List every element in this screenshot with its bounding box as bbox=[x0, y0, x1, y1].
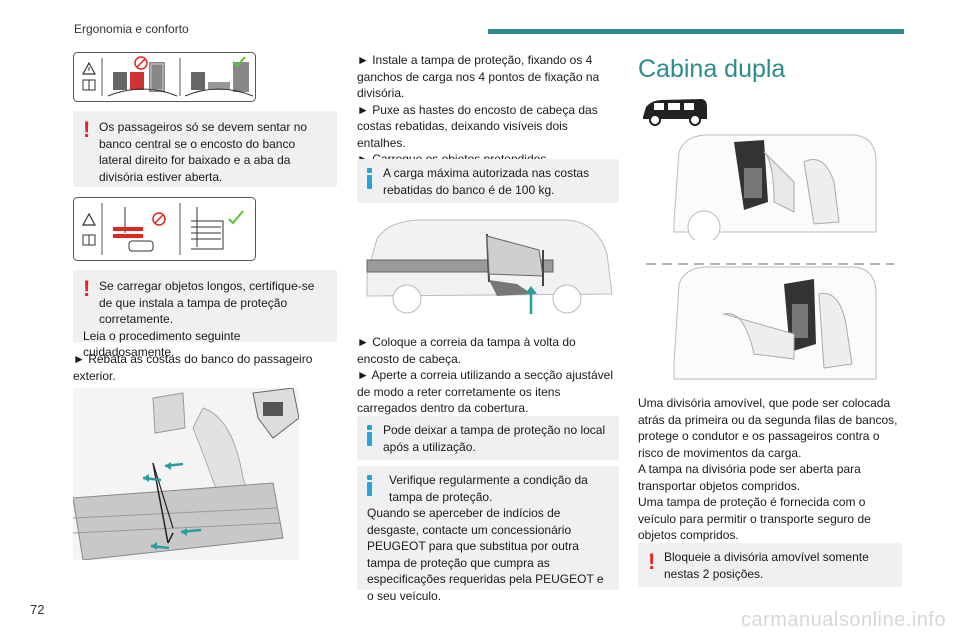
step-wrap-strap: ► Coloque a correia da tampa à volta do … bbox=[357, 335, 576, 366]
prohibited-icon bbox=[152, 212, 166, 226]
info-text-leave-cover: Pode deixar a tampa de proteção no local… bbox=[383, 423, 606, 454]
arrow-icon bbox=[142, 474, 162, 482]
header-accent-bar bbox=[488, 29, 904, 34]
warning-box-long-objects: ! Se carregar objetos longos, certifique… bbox=[73, 270, 337, 359]
partition-front-row-illustration bbox=[664, 132, 878, 244]
info-text-contact-dealer: Quando se aperceber de indícios de desga… bbox=[367, 506, 604, 603]
arrow-icon bbox=[180, 528, 202, 536]
warning-triangle-icon bbox=[81, 61, 97, 75]
warning-exclamation-icon: ! bbox=[83, 276, 91, 301]
manual-book-icon bbox=[82, 234, 96, 246]
info-text-max-load: A carga máxima autorizada nas costas reb… bbox=[383, 166, 590, 197]
section-title-cabina-dupla: Cabina dupla bbox=[638, 55, 786, 83]
step-pull-headrest: ► Puxe as hastes do encosto de cabeça da… bbox=[357, 102, 598, 150]
arrow-up-icon bbox=[525, 286, 537, 314]
watermark-text: carmanualsonline.info bbox=[740, 609, 946, 631]
check-mark-icon bbox=[228, 210, 244, 225]
cover-installation-illustration bbox=[72, 387, 300, 561]
info-icon bbox=[367, 475, 372, 496]
check-mark-icon bbox=[232, 56, 246, 68]
warning-triangle-icon bbox=[81, 212, 97, 226]
step-install-cover-hooks: ► Instale a tampa de proteção, fixando o… bbox=[357, 53, 600, 100]
partition-second-row-illustration bbox=[664, 264, 878, 384]
info-box-leave-cover: Pode deixar a tampa de proteção no local… bbox=[357, 416, 619, 460]
van-icon bbox=[640, 95, 710, 127]
section-header-title: Ergonomia e conforto bbox=[74, 22, 189, 36]
warning-exclamation-icon: ! bbox=[83, 117, 91, 142]
prohibited-icon bbox=[134, 56, 148, 70]
warning-box-lock-partition: ! Bloqueie a divisória amovível somente … bbox=[638, 543, 902, 587]
arrow-icon bbox=[164, 462, 184, 470]
van-long-load-illustration bbox=[357, 214, 619, 324]
para-partition-flap: A tampa na divisória pode ser aberta par… bbox=[638, 462, 861, 493]
para-protective-cover: Uma tampa de proteção é fornecida com o … bbox=[638, 495, 871, 542]
info-box-check-cover: Verifique regularmente a condição da tam… bbox=[357, 466, 619, 603]
cabina-dupla-description: Uma divisória amovível, que pode ser col… bbox=[638, 395, 904, 544]
steps-install-cover: ► Instale a tampa de proteção, fixando o… bbox=[357, 52, 619, 168]
manual-book-icon bbox=[82, 79, 96, 91]
dashed-divider bbox=[646, 252, 894, 265]
warning-text-read-procedure: Leia o procedimento seguinte cuidadosame… bbox=[83, 328, 241, 360]
warning-text-middle-seat: Os passageiros só se devem sentar no ban… bbox=[99, 120, 308, 184]
info-text-check-cover: Verifique regularmente a condição da tam… bbox=[389, 473, 588, 504]
long-objects-pictogram bbox=[73, 197, 256, 261]
step-tighten-strap: ► Aperte a correia utilizando a secção a… bbox=[357, 368, 614, 415]
info-box-max-load: A carga máxima autorizada nas costas reb… bbox=[357, 159, 619, 203]
warning-box-middle-seat: ! Os passageiros só se devem sentar no b… bbox=[73, 111, 337, 187]
page-number: 72 bbox=[30, 602, 45, 617]
warning-text-long-objects: Se carregar objetos longos, certifique-s… bbox=[99, 279, 315, 326]
warning-text-lock-partition: Bloqueie a divisória amovível somente ne… bbox=[664, 550, 869, 581]
arrow-icon bbox=[150, 542, 170, 550]
warning-exclamation-icon: ! bbox=[648, 549, 656, 574]
step-fold-seat-back: ► Rebata as costas do banco do passageir… bbox=[73, 352, 313, 383]
steps-strap: ► Coloque a correia da tampa à volta do … bbox=[357, 334, 619, 417]
para-partition-removable: Uma divisória amovível, que pode ser col… bbox=[638, 396, 898, 460]
info-icon bbox=[367, 168, 372, 189]
seat-pictogram-illustration-1 bbox=[73, 52, 256, 102]
info-icon bbox=[367, 425, 372, 446]
